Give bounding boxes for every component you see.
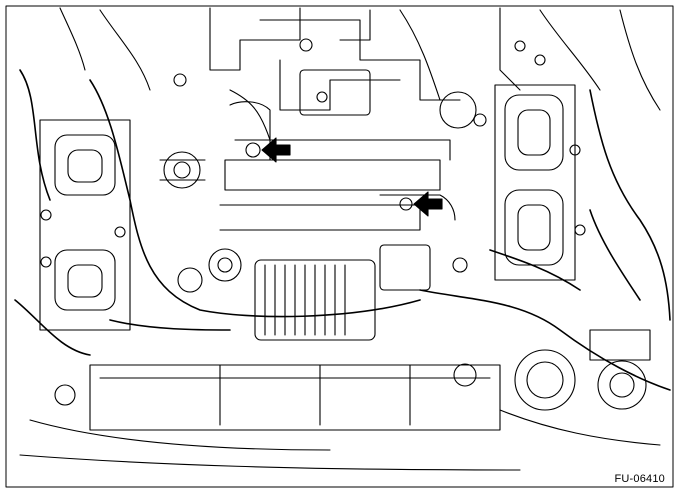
arrow-left-bolt	[261, 137, 291, 163]
figure-frame	[5, 5, 674, 488]
left-intake-manifold	[39, 119, 131, 331]
fuel-rail-assembly	[159, 101, 456, 231]
upper-engine-structure	[59, 7, 661, 141]
right-intake-manifold	[494, 84, 586, 281]
figure-id-label: FU-06410	[614, 473, 665, 485]
arrow-right-bolt	[413, 191, 443, 217]
alternator-region	[177, 244, 477, 387]
callout-arrows	[261, 137, 443, 217]
wiring-harnesses	[14, 69, 671, 391]
bolt-right	[399, 197, 413, 211]
bolt-left	[245, 142, 261, 158]
oil-filter	[514, 349, 576, 411]
lower-engine-block	[19, 329, 661, 471]
